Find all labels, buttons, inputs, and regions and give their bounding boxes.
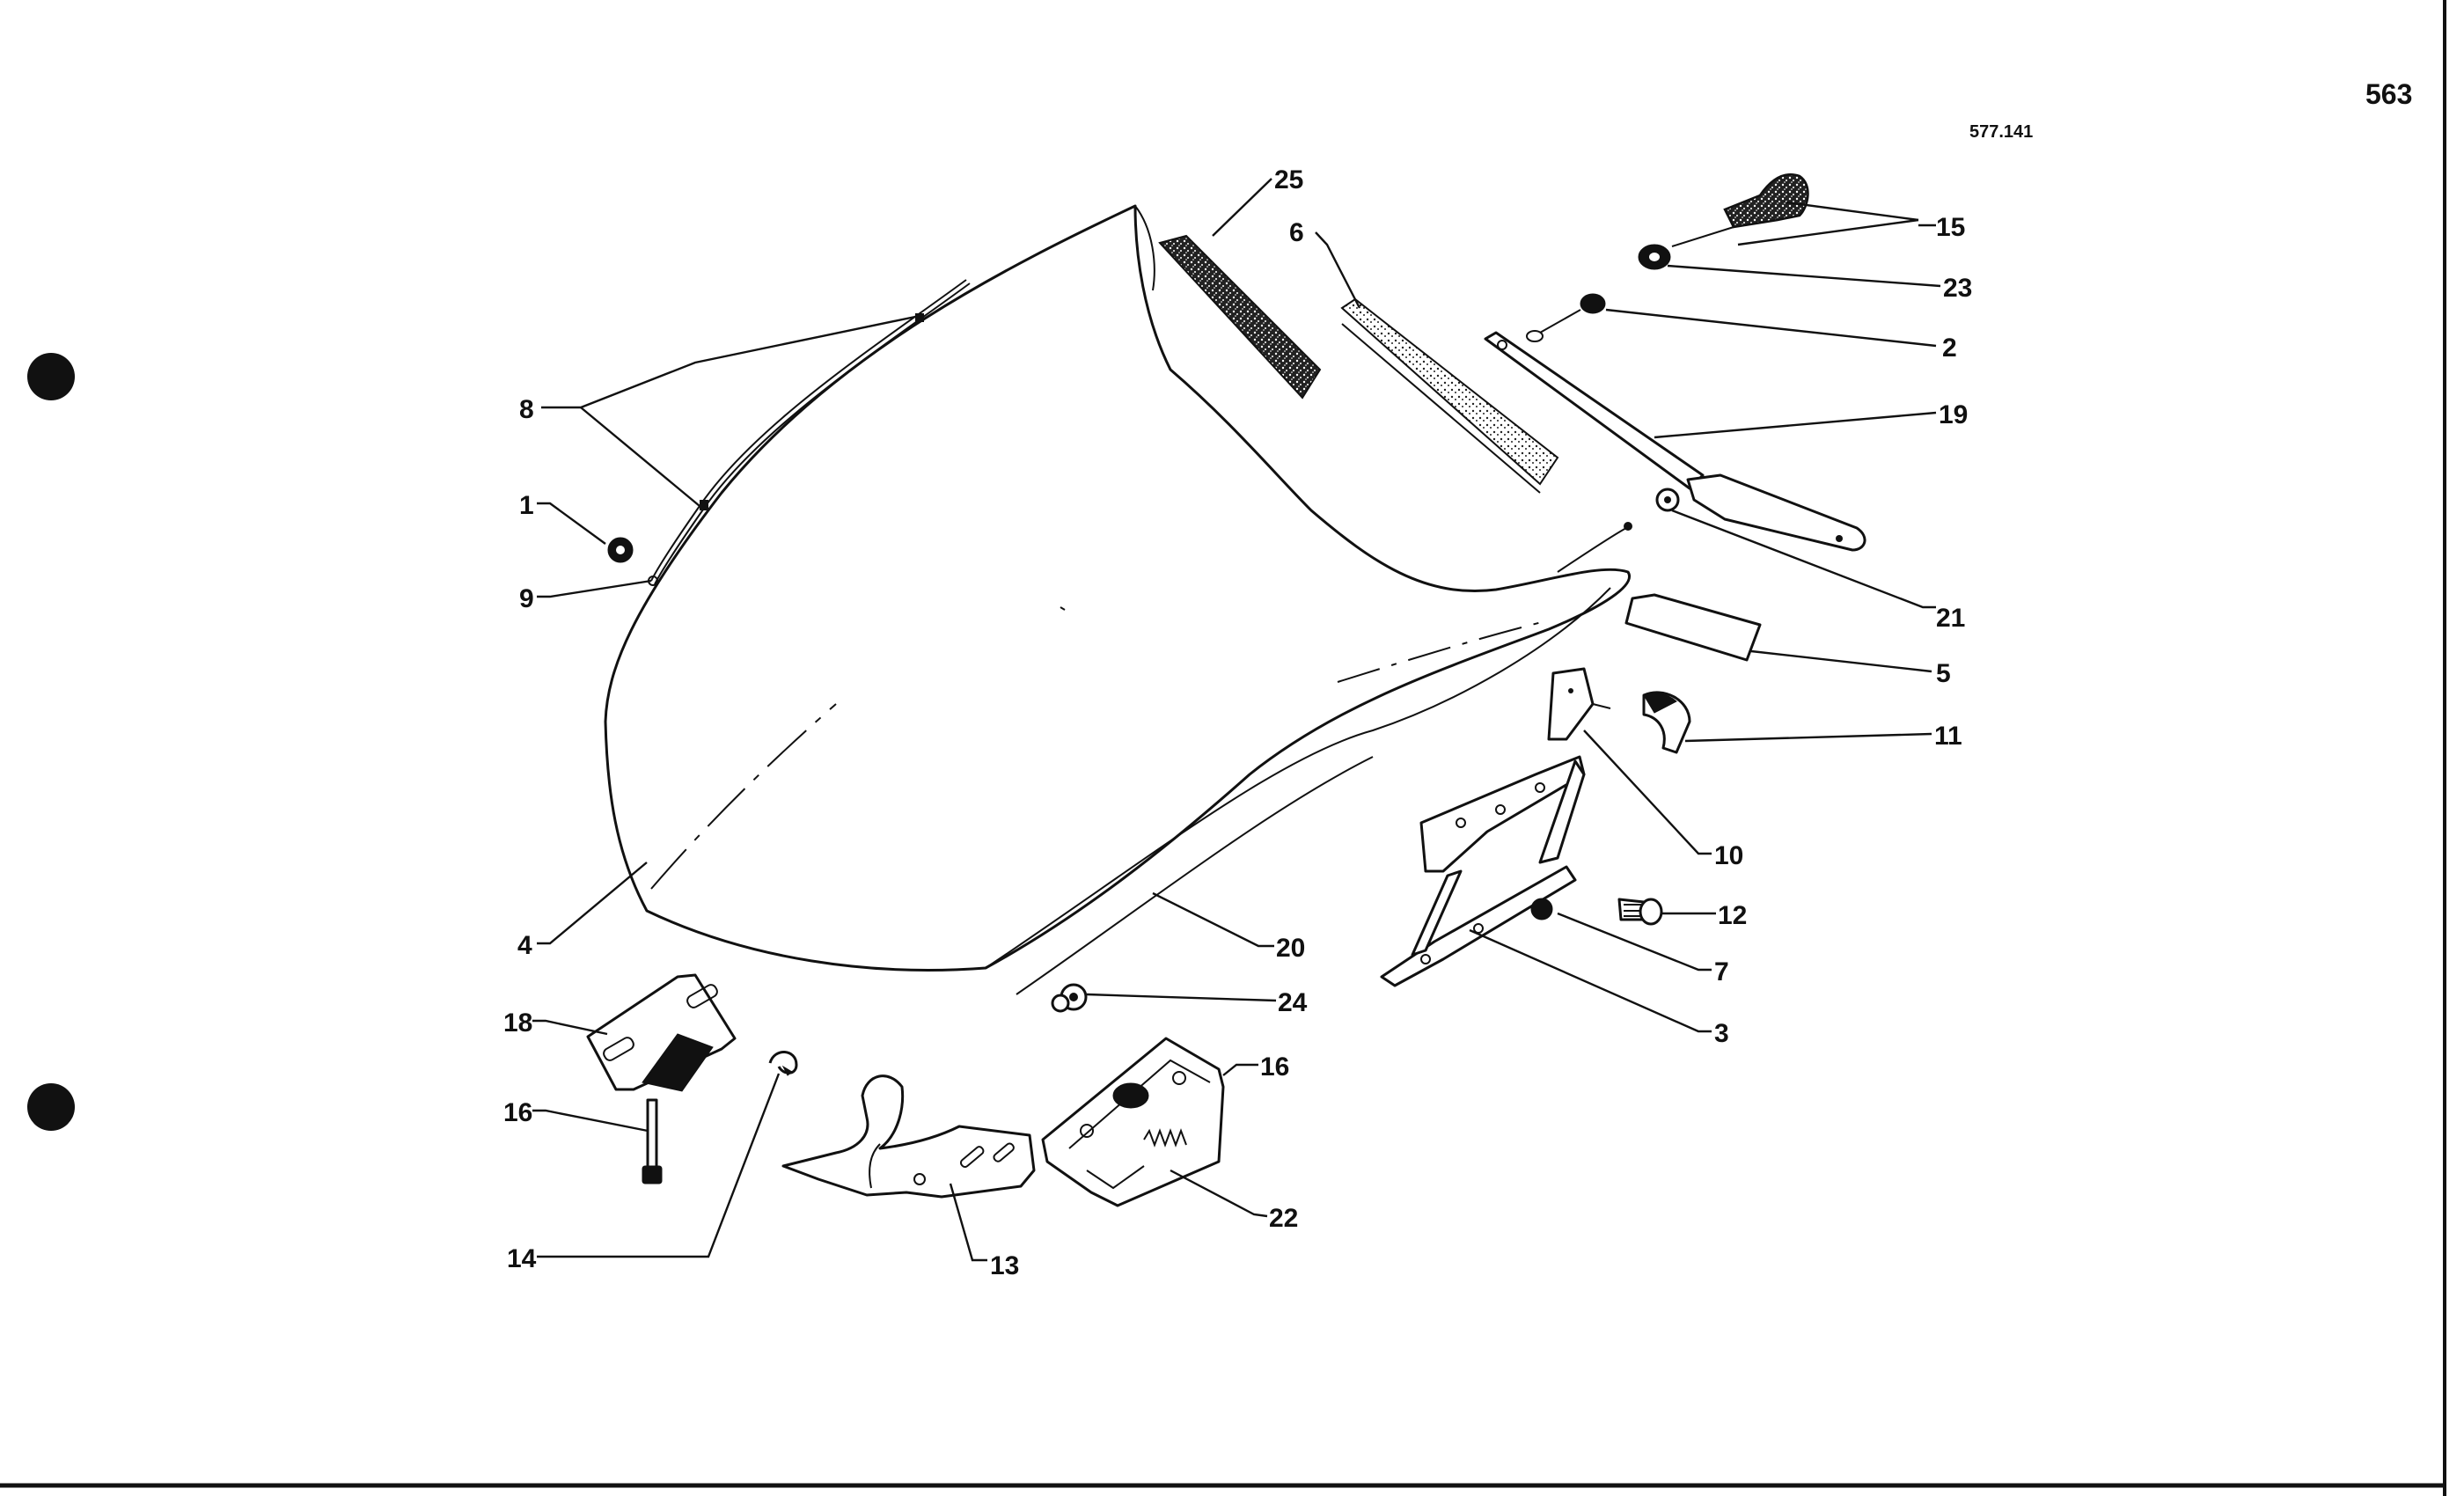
latch-16 <box>1041 1037 1225 1207</box>
binder-hole-icon <box>27 1083 75 1131</box>
hood-foam-strip <box>1158 234 1322 400</box>
callout-16-left: 16 <box>503 1098 532 1127</box>
release-lever-19 <box>1484 331 1866 552</box>
callout-5: 5 <box>1936 659 1951 688</box>
callout-labels: 25 6 15 23 2 19 21 5 11 10 12 7 3 8 1 9 … <box>503 165 1972 1280</box>
spring-22 <box>1143 1128 1187 1148</box>
callout-24: 24 <box>1278 988 1308 1017</box>
plate-5 <box>1624 593 1762 662</box>
bolt-12 <box>1617 898 1663 926</box>
nut-1 <box>607 537 634 563</box>
callout-8: 8 <box>519 395 534 424</box>
hood-prop-rod <box>648 279 971 586</box>
binder-hole-icon <box>27 353 75 400</box>
hood-edge-seal <box>1016 756 1374 995</box>
page-number: 563 <box>2365 78 2412 110</box>
bracket-10 <box>1547 667 1611 741</box>
callout-6: 6 <box>1289 218 1304 247</box>
callout-21: 21 <box>1936 604 1965 633</box>
callout-19: 19 <box>1939 400 1968 429</box>
callout-12: 12 <box>1718 901 1747 930</box>
callout-16-right: 16 <box>1260 1052 1289 1082</box>
callout-23: 23 <box>1943 274 1972 303</box>
callout-14: 14 <box>507 1244 537 1273</box>
hinge-3 <box>1380 755 1586 987</box>
leader-lines <box>532 178 1941 1262</box>
nut-7 <box>1530 898 1553 920</box>
bolt-16-left <box>642 1098 663 1184</box>
clip-2 <box>1526 293 1606 342</box>
drawing-code: 577.141 <box>1969 122 2033 142</box>
release-handle <box>1671 172 1809 247</box>
callout-10: 10 <box>1714 841 1743 870</box>
callout-20: 20 <box>1276 934 1305 963</box>
catch-plate-18 <box>586 973 737 1092</box>
nut-24 <box>1051 983 1088 1013</box>
hood-wire-loop <box>1557 527 1627 573</box>
grommet-23 <box>1638 244 1671 270</box>
hook-bracket-13 <box>781 1074 1036 1199</box>
callout-11: 11 <box>1934 722 1962 751</box>
callout-7: 7 <box>1714 957 1729 986</box>
callout-9: 9 <box>519 584 534 613</box>
callout-25: 25 <box>1274 165 1303 194</box>
callout-4: 4 <box>517 931 532 960</box>
callout-2: 2 <box>1942 334 1957 363</box>
seal-strip <box>1340 297 1559 494</box>
callout-1: 1 <box>519 491 534 520</box>
callout-18: 18 <box>503 1008 532 1038</box>
callout-22: 22 <box>1269 1204 1298 1233</box>
callout-13: 13 <box>990 1251 1019 1280</box>
hood-panel <box>604 204 1631 972</box>
callout-15: 15 <box>1936 213 1965 242</box>
callout-3: 3 <box>1714 1019 1729 1048</box>
spring-clip-14 <box>768 1051 798 1076</box>
clip-11 <box>1642 691 1691 754</box>
